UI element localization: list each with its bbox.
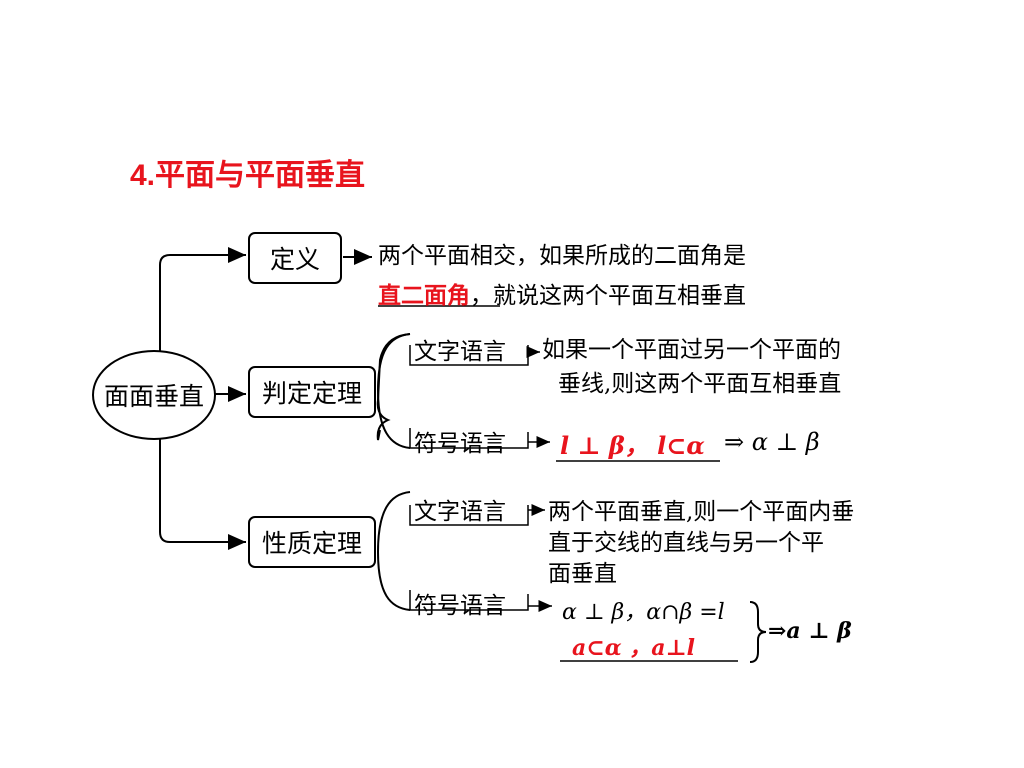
property-box: 性质定理 (248, 516, 376, 568)
definition-label: 定义 (269, 245, 320, 274)
definition-line2-rest: ，就说这两个平面互相垂直 (470, 283, 746, 309)
judgment-text-lang: 文字语言 (414, 339, 506, 365)
property-symbol-bracket (409, 590, 529, 611)
definition-line1: 两个平面相交，如果所成的二面角是 (378, 243, 746, 269)
judgment-label: 判定定理 (261, 379, 362, 408)
definition-line2: 直二面角，就说这两个平面互相垂直 (378, 276, 746, 310)
property-symbol-lang: 符号语言 (414, 593, 506, 619)
property-text-lang: 文字语言 (414, 499, 506, 525)
connector-property (159, 438, 246, 550)
judgment-symbol-lang: 符号语言 (414, 431, 506, 457)
center-node: 面面垂直 (92, 350, 216, 440)
property-brace (376, 491, 411, 611)
property-text-line2: 直于交线的直线与另一个平 (548, 530, 824, 556)
judgment-symbol-answer: l ⊥ β， l⊂α (560, 431, 705, 460)
page-title: 4.平面与平面垂直 (130, 159, 366, 192)
property-text-line3: 面垂直 (548, 561, 617, 587)
judgment-text-line1: 如果一个平面过另一个平面的 (542, 337, 841, 363)
property-symbol-given: α ⊥ β，α∩β =l (562, 600, 725, 625)
property-curly-brace (749, 601, 767, 663)
property-symbol-conclusion: ⇒a ⊥ β (768, 618, 852, 644)
property-symbol-answer: a⊂α ，a⊥l (572, 635, 696, 661)
connector-definition (159, 247, 246, 352)
judgment-text-line2: 垂线,则这两个平面互相垂直 (558, 371, 842, 397)
property-text-bracket (409, 505, 529, 526)
definition-blank-answer: 直二面角 (378, 282, 470, 309)
judgment-box: 判定定理 (248, 366, 376, 418)
definition-box: 定义 (248, 232, 342, 284)
judgment-symbol-conclusion: ⇒ α ⊥ β (724, 428, 820, 456)
property-label: 性质定理 (261, 529, 362, 558)
center-label: 面面垂直 (103, 382, 204, 411)
judgment-symbol-bracket (409, 428, 529, 449)
property-text-line1: 两个平面垂直,则一个平面内垂 (548, 499, 855, 525)
